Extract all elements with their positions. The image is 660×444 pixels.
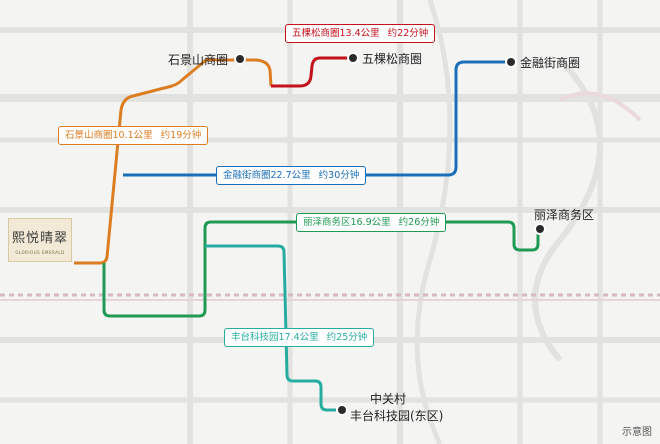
route-time: 约30分钟 [318,170,360,181]
route-line-wukesong [271,56,348,88]
project-logo: 熙悦晴翠 GLORIOUS EMERALD [8,218,72,262]
marker-wukesong [347,52,359,64]
route-distance: 丽泽商务区16.9公里 [303,217,391,228]
route-distance: 金融街商圈22.7公里 [223,170,311,181]
route-distance: 五棵松商圈13.4公里 [292,28,380,39]
route-line-lize [102,220,540,318]
destination-shijingshan: 石景山商圈 [168,53,229,67]
route-distance: 丰台科技园17.4公里 [231,332,319,343]
route-line-shijingshan [74,58,273,265]
route-time: 约19分钟 [160,130,202,141]
route-time: 约26分钟 [398,217,440,228]
route-distance: 石景山商圈10.1公里 [65,130,153,141]
route-label-shijingshan: 石景山商圈10.1公里约19分钟 [58,126,209,145]
marker-shijingshan [234,53,246,65]
route-label-lize: 丽泽商务区16.9公里约26分钟 [296,213,447,232]
destination-wukesong: 五棵松商圈 [362,52,423,66]
route-line-fengtai [205,244,340,412]
destination-fengtai-line1: 中关村 [370,392,407,406]
project-name-en: GLORIOUS EMERALD [15,250,65,255]
project-name: 熙悦晴翠 [11,231,68,246]
route-label-jinrongjie: 金融街商圈22.7公里约30分钟 [216,166,367,185]
route-line-jinrongjie [123,60,508,177]
route-label-wukesong: 五棵松商圈13.4公里约22分钟 [285,24,436,43]
marker-jinrongjie [505,56,517,68]
route-time: 约25分钟 [326,332,368,343]
map-caption: 示意图 [622,427,652,438]
background-rail [0,91,660,301]
route-time: 约22分钟 [387,28,429,39]
destination-jinrongjie: 金融街商圈 [520,56,581,70]
marker-lize [534,223,546,235]
marker-fengtai [336,404,348,416]
destination-fengtai-line2: 丰台科技园(东区) [350,409,444,423]
destination-lize: 丽泽商务区 [534,208,595,222]
route-label-fengtai: 丰台科技园17.4公里约25分钟 [224,328,375,347]
